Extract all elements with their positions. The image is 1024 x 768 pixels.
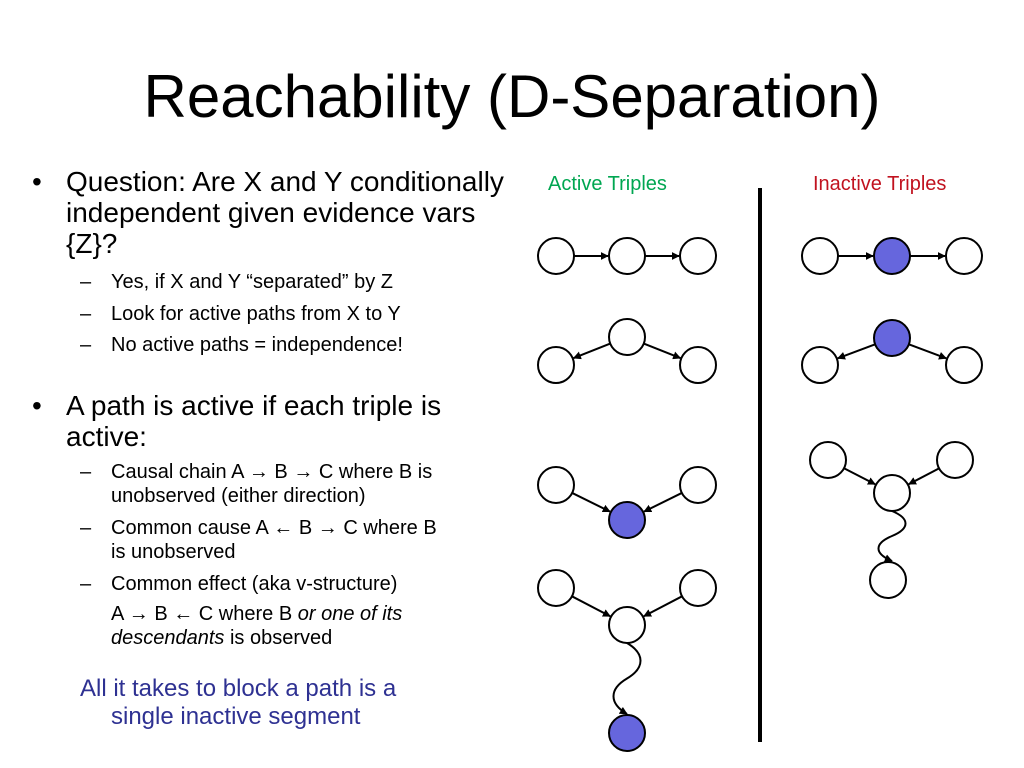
- slide-title: Reachability (D-Separation): [143, 63, 881, 130]
- unobserved-node: [608, 237, 646, 275]
- unobserved-node: [679, 237, 717, 275]
- observed-node: [608, 501, 646, 539]
- unobserved-node: [873, 474, 911, 512]
- unobserved-node: [801, 237, 839, 275]
- unobserved-node: [869, 561, 907, 599]
- edge-descendant-path: [612, 642, 642, 715]
- bullet-text: A path is active if each triple is activ…: [66, 390, 442, 452]
- edge-inactive-effect-a-b: [843, 467, 876, 486]
- unobserved-node: [537, 466, 575, 504]
- sub-text: Look for active paths from X to Y: [111, 303, 401, 325]
- unobserved-node: [936, 441, 974, 479]
- active-triples-header: Active Triples: [548, 173, 667, 195]
- edge-effect2-a-b: [571, 595, 611, 618]
- observed-node: [873, 237, 911, 275]
- edge-inactive-cause-b-c: [908, 343, 947, 360]
- sub-text: Common cause A ← B → C where B is unobse…: [111, 517, 437, 563]
- bullet-text: Question: Are X and Y conditionally inde…: [66, 166, 504, 259]
- unobserved-node: [608, 318, 646, 356]
- unobserved-node: [809, 441, 847, 479]
- sub-dash: –: [80, 334, 92, 356]
- unobserved-node: [537, 569, 575, 607]
- sub-dash: –: [80, 517, 92, 539]
- sub-text: Yes, if X and Y “separated” by Z: [111, 271, 394, 293]
- sub-dash: –: [80, 303, 92, 325]
- unobserved-node: [679, 569, 717, 607]
- sub-text: Causal chain A → B → C where B is unobse…: [111, 461, 433, 507]
- unobserved-node: [679, 346, 717, 384]
- sub-dash: –: [80, 271, 92, 293]
- bullet-dot: •: [32, 390, 42, 421]
- sub-dash: –: [80, 461, 92, 483]
- note-line-1: All it takes to block a path is a: [80, 675, 397, 702]
- bullet-dot: •: [32, 166, 42, 197]
- note-line-2: single inactive segment: [111, 703, 361, 730]
- edge-effect-a-b: [571, 492, 611, 513]
- inactive-triples-header: Inactive Triples: [813, 173, 947, 195]
- unobserved-node: [608, 606, 646, 644]
- edge-inactive-effect-c-b: [908, 467, 940, 486]
- v-structure-suffix: is observed: [224, 627, 333, 649]
- v-structure-text: A → B ← C where B or one of its descenda…: [111, 602, 501, 650]
- edge-effect2-c-b: [643, 595, 683, 618]
- unobserved-node: [679, 466, 717, 504]
- unobserved-node: [537, 237, 575, 275]
- v-structure-prefix: A → B ← C where B: [111, 603, 298, 625]
- sub-dash: –: [80, 573, 92, 595]
- unobserved-node: [537, 346, 575, 384]
- unobserved-node: [945, 346, 983, 384]
- block-path-note: All it takes to block a path is a single…: [80, 675, 500, 731]
- edge-inactive-cause-b-a: [837, 343, 876, 360]
- unobserved-node: [945, 237, 983, 275]
- observed-node: [873, 319, 911, 357]
- edge-cause-b-c: [643, 342, 682, 360]
- edge-effect-c-b: [643, 492, 683, 513]
- unobserved-node: [801, 346, 839, 384]
- sub-text: No active paths = independence!: [111, 334, 403, 356]
- edge-cause-b-a: [572, 342, 611, 360]
- v-structure-italic: or one of its descendants: [111, 603, 403, 649]
- observed-node: [608, 714, 646, 752]
- edge-inactive-descendant-path: [877, 510, 907, 562]
- sub-text: Common effect (aka v-structure): [111, 573, 398, 595]
